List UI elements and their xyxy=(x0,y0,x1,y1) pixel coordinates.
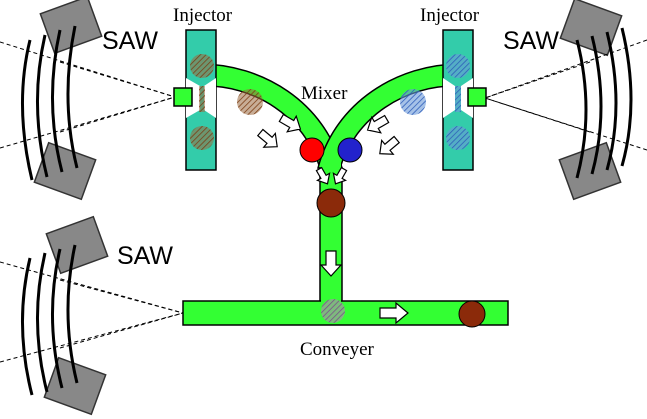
flow-arrows xyxy=(256,113,409,325)
transducer-block xyxy=(43,356,107,416)
droplet-injector-right-top xyxy=(446,54,470,78)
droplet-blue xyxy=(337,137,363,163)
label-conveyer: Conveyer xyxy=(300,339,375,360)
electrode-arcs xyxy=(575,27,633,179)
droplet-injector-left-top xyxy=(190,54,214,78)
droplet-conveyed xyxy=(458,300,486,328)
arrow-icon xyxy=(366,114,390,134)
droplet-ghost-right xyxy=(400,89,426,115)
idt-icon xyxy=(21,215,109,416)
saw-transducer-top-right xyxy=(484,0,647,201)
beam-lines xyxy=(0,261,184,363)
electrode-arcs xyxy=(21,25,79,181)
droplet-injector-right-bottom xyxy=(446,126,470,150)
conveyer-channel xyxy=(182,300,509,326)
saw-transducer-bottom-left xyxy=(0,215,184,416)
label-saw-bottom-left: SAW xyxy=(117,242,173,270)
droplet-ghost-junction xyxy=(321,299,345,323)
saw-transducer-top-left xyxy=(0,0,176,201)
label-injector-left: Injector xyxy=(173,5,233,26)
droplet-mixed xyxy=(316,188,346,218)
electrode-arcs xyxy=(21,244,79,396)
injector-neck xyxy=(204,78,216,118)
beam-lines xyxy=(0,41,176,149)
idt-icon xyxy=(21,0,103,201)
saw-pad-left xyxy=(173,87,193,107)
transducer-block xyxy=(45,215,109,275)
saw-pad-right xyxy=(467,87,487,107)
injector-neck xyxy=(443,78,455,118)
arrow-icon xyxy=(315,166,331,185)
transducer-block xyxy=(33,141,97,201)
injector-nozzle xyxy=(455,86,461,112)
idt-icon xyxy=(558,0,633,201)
arrow-icon xyxy=(332,166,348,185)
label-saw-top-right: SAW xyxy=(503,27,559,55)
droplet-ghost-left xyxy=(237,89,263,115)
arrow-icon xyxy=(379,301,409,325)
beam-lines xyxy=(484,39,647,151)
arrow-icon xyxy=(379,135,401,155)
injector-nozzle xyxy=(199,86,205,112)
label-saw-top-left: SAW xyxy=(102,27,158,55)
transducer-block xyxy=(39,0,103,55)
droplet-red xyxy=(299,137,325,163)
label-injector-right: Injector xyxy=(420,5,480,26)
arrow-icon xyxy=(278,113,302,133)
droplet-injector-left-bottom xyxy=(190,126,214,150)
label-mixer: Mixer xyxy=(301,83,348,104)
transducer-block xyxy=(559,0,623,57)
injector-left xyxy=(173,29,217,171)
injector-right xyxy=(442,29,487,171)
arrow-icon xyxy=(256,128,278,148)
arrow-icon xyxy=(319,250,343,277)
